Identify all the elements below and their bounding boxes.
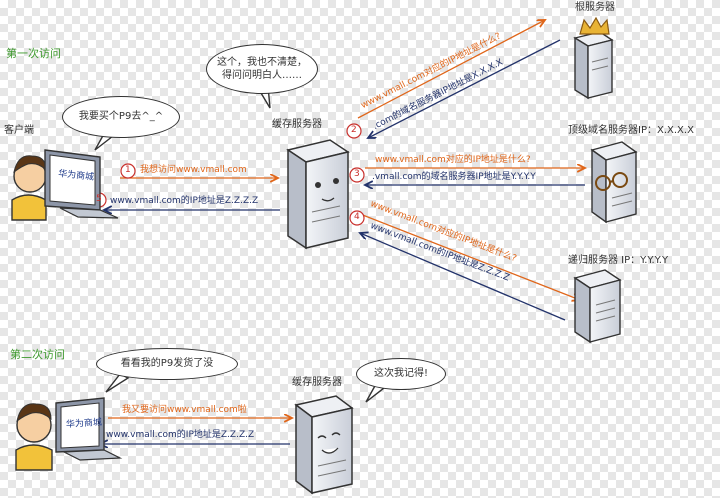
- step-3-question: www.vmall.com对应的IP地址是什么?: [375, 155, 531, 165]
- cache-speech-bubble: 这个，我也不清楚，得问问明白人……: [206, 44, 318, 94]
- step-1-text: 我想访问www.vmall.com: [140, 165, 247, 175]
- client-label: 客户端: [4, 125, 34, 136]
- second-response-text: www.vmall.com的IP地址是Z.Z.Z.Z: [106, 430, 255, 440]
- tld-server-icon: [590, 141, 638, 224]
- root-server-label: 根服务器: [575, 2, 615, 13]
- cache-speech-text-2: 这次我记得!: [373, 368, 428, 380]
- person-icon-2: [15, 403, 53, 471]
- arrow-step4-q: [354, 211, 580, 300]
- cache-server-icon-1: [286, 139, 350, 250]
- crown-icon: [579, 16, 610, 35]
- client-speech-text: 我要买个P9去^_^: [78, 111, 164, 123]
- glasses-icon: [595, 172, 628, 191]
- second-visit-heading: 第二次访问: [10, 348, 65, 361]
- root-server-icon: [573, 16, 614, 100]
- person-icon-1: [11, 155, 47, 221]
- client-speech-bubble-2: 看看我的P9发货了没: [96, 348, 238, 380]
- step-2-number: 2: [351, 125, 357, 135]
- recursive-server-label: 递归服务器 IP：Y.Y.Y.Y: [568, 255, 669, 266]
- arrow-step2-q: [357, 20, 545, 119]
- recursive-server-icon: [573, 269, 622, 344]
- tld-server-label: 顶级域名服务器IP：X.X.X.X: [568, 125, 694, 136]
- cache-speech-bubble-2: 这次我记得!: [356, 358, 446, 390]
- step-3-answer: .vmall.com的域名服务器IP地址是Y.Y.Y.Y: [372, 172, 536, 182]
- cache-server-icon-2: [294, 395, 354, 495]
- step-4-number: 4: [354, 212, 360, 222]
- second-request-text: 我又要访问www.vmall.com啦: [122, 405, 247, 415]
- step-5-number: 5: [96, 194, 102, 204]
- arrow-step2-a: [368, 39, 561, 138]
- monitor-icon-1: [44, 149, 119, 219]
- step-5-text: www.vmall.com的IP地址是Z.Z.Z.Z: [110, 196, 259, 206]
- cache-speech-text: 这个，我也不清楚，得问问明白人……: [217, 56, 307, 82]
- step-1-number: 1: [125, 165, 131, 175]
- first-visit-heading: 第一次访问: [6, 47, 61, 60]
- client-speech-text-2: 看看我的P9发货了没: [120, 358, 214, 370]
- cache-server-label-2: 缓存服务器: [292, 377, 342, 388]
- cache-server-label: 缓存服务器: [272, 119, 322, 130]
- arrow-step4-a: [360, 233, 566, 321]
- step-3-number: 3: [354, 169, 360, 179]
- monitor-icon-2: [55, 397, 123, 461]
- client-speech-bubble: 我要买个P9去^_^: [62, 96, 180, 138]
